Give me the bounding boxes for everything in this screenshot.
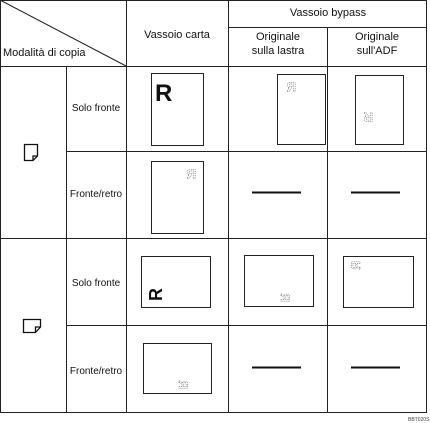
svg-text:R: R: [363, 109, 373, 124]
portrait-sheet-icon: [23, 143, 39, 162]
corner-diagonal: [0, 0, 127, 67]
paper-tray-header: Vassoio carta: [144, 29, 210, 41]
svg-text:R: R: [186, 167, 196, 182]
svg-text:R: R: [176, 380, 190, 389]
adf-original-header: Originale sull'ADF: [354, 31, 400, 57]
sheet-portrait-glass-single: [277, 74, 326, 145]
svg-text:R: R: [349, 261, 363, 270]
corner-label: Modalità di copia: [3, 47, 86, 59]
sheet-landscape-glass-single: [244, 255, 314, 307]
sheet-landscape-paper-duplex: [143, 343, 212, 394]
row-label-landscape-duplex: Fronte/retro: [69, 366, 123, 377]
sheet-landscape-adf-single: [343, 256, 414, 308]
sample-r-landscape-solid: R: [146, 288, 166, 301]
svg-text:R: R: [286, 80, 296, 95]
sample-r-landscape-glass: R: [278, 293, 293, 303]
row-label-landscape-single: Solo fronte: [71, 278, 121, 289]
sample-r-rotated-adf: R: [363, 109, 374, 125]
bypass-tray-header: Vassoio bypass: [289, 7, 367, 19]
paper-sheets: [141, 73, 414, 394]
sheet-portrait-paper-single: [151, 73, 204, 146]
mode-icons: [22, 143, 42, 334]
landscape-fold-icon: [34, 326, 41, 333]
not-available-marks: [252, 191, 400, 369]
sample-r-mirror-duplex: R: [186, 166, 197, 182]
row-label-portrait-single: Solo fronte: [71, 103, 121, 114]
row-label-portrait-duplex: Fronte/retro: [69, 189, 123, 200]
portrait-fold-icon: [32, 155, 38, 161]
landscape-sheet-icon: [22, 318, 42, 334]
sample-r-landscape-adf: R: [348, 261, 363, 271]
sheet-portrait-paper-duplex: [151, 161, 204, 234]
table-border: [0, 0, 427, 413]
svg-text:R: R: [278, 293, 292, 302]
sheet-portrait-adf-single: [355, 75, 404, 145]
svg-text:R: R: [146, 288, 166, 301]
table-grid: [0, 0, 427, 413]
sheet-landscape-paper-single: [141, 256, 211, 308]
sample-r-mirror-glass: R: [286, 79, 297, 95]
sample-images: R R R R R R R R: [146, 79, 374, 390]
figure-code: BBT020S: [408, 417, 430, 423]
sample-r-landscape-duplex: R: [176, 380, 191, 390]
sample-r-solid: R: [155, 80, 172, 107]
glass-original-header: Originale sulla lastra: [251, 31, 305, 57]
